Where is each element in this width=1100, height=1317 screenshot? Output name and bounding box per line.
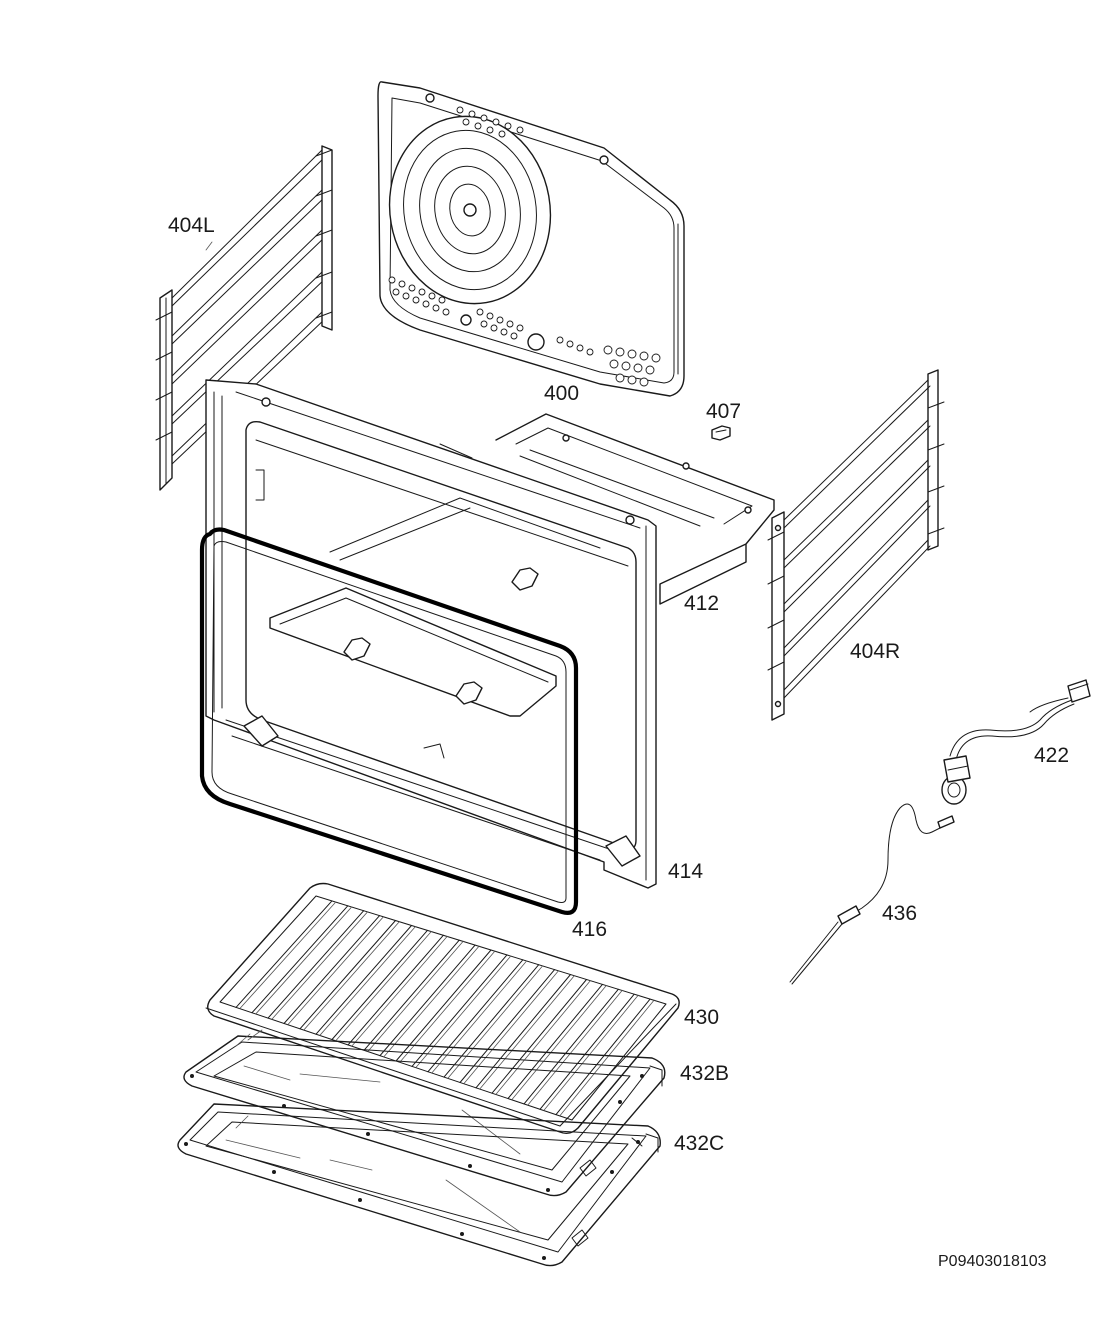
label-407: 407: [706, 400, 741, 423]
grid-bar-shadow: [383, 945, 480, 1057]
grid-bar-shadow: [447, 965, 544, 1079]
grid-bar: [395, 949, 492, 1062]
label-436: 436: [882, 902, 917, 925]
label-414: 414: [668, 860, 703, 883]
grid-bar-shadow: [287, 916, 384, 1025]
grid-bar-shadow: [335, 931, 432, 1041]
part-416-door-seal: [199, 527, 579, 915]
grid-bar-shadow: [239, 901, 337, 1009]
grid-bar-shadow: [431, 960, 528, 1074]
grid-bar: [363, 939, 460, 1051]
label-422: 422: [1034, 744, 1069, 767]
label-412: 412: [684, 592, 719, 615]
label-400: 400: [544, 382, 579, 405]
vent-holes: [388, 106, 661, 387]
part-432C-baking-tray: [177, 1103, 661, 1267]
part-422-lamp-assembly: [941, 679, 1091, 805]
grid-bar-shadow: [367, 940, 464, 1052]
grid-bar: [251, 905, 349, 1014]
grid-bar-shadow: [495, 980, 591, 1095]
label-416: 416: [572, 918, 607, 941]
grid-bar-shadow: [351, 935, 448, 1047]
grid-bar: [427, 959, 524, 1073]
label-430: 430: [684, 1006, 719, 1029]
grid-bar-shadow: [415, 955, 512, 1068]
drawing-code: P09403018103: [938, 1253, 1047, 1270]
grid-bar: [539, 993, 635, 1110]
grid-bar: [475, 974, 571, 1089]
grid-bar-shadow: [319, 926, 416, 1036]
grid-bar: [491, 979, 587, 1094]
grid-bar-shadow: [559, 999, 655, 1116]
grid-bar: [555, 998, 651, 1116]
grid-bar: [379, 944, 476, 1057]
part-430-wire-shelf: [205, 882, 680, 1135]
part-436-temperature-probe: [789, 803, 955, 985]
grid-bar: [347, 934, 444, 1046]
grid-bar-shadow: [255, 906, 353, 1015]
grid-bar-shadow: [463, 970, 559, 1084]
grid-bar-shadow: [399, 950, 496, 1063]
grid-bar: [459, 969, 556, 1083]
grid-bar: [283, 915, 381, 1024]
grid-bar-shadow: [479, 975, 575, 1090]
part-400-back-panel: [377, 81, 685, 397]
grid-bar-shadow: [511, 985, 607, 1100]
part-404R-right-shelf-runner: [767, 369, 945, 721]
label-404L: 404L: [168, 214, 215, 237]
grid-bar: [267, 910, 365, 1019]
leader-404L: [205, 241, 213, 251]
label-404R: 404R: [850, 640, 900, 663]
grid-bar-shadow: [271, 911, 369, 1020]
grid-bar-shadow: [543, 994, 639, 1111]
grid-bar: [443, 964, 540, 1078]
grid-bar: [315, 925, 412, 1035]
grid-bar-shadow: [303, 921, 400, 1031]
label-432B: 432B: [680, 1062, 729, 1085]
grid-bar: [523, 988, 619, 1105]
grid-bar: [299, 920, 396, 1030]
grid-bar: [331, 929, 428, 1040]
part-412-oven-liner: [495, 413, 775, 605]
grid-bar-shadow: [527, 989, 623, 1106]
part-432B-baking-tray: [183, 1029, 666, 1197]
part-414-front-frame: [205, 379, 657, 889]
grid-bar: [411, 954, 508, 1067]
grid-bar: [235, 900, 333, 1008]
grid-bar: [507, 983, 603, 1099]
label-432C: 432C: [674, 1132, 724, 1155]
part-407-clip: [711, 425, 731, 441]
